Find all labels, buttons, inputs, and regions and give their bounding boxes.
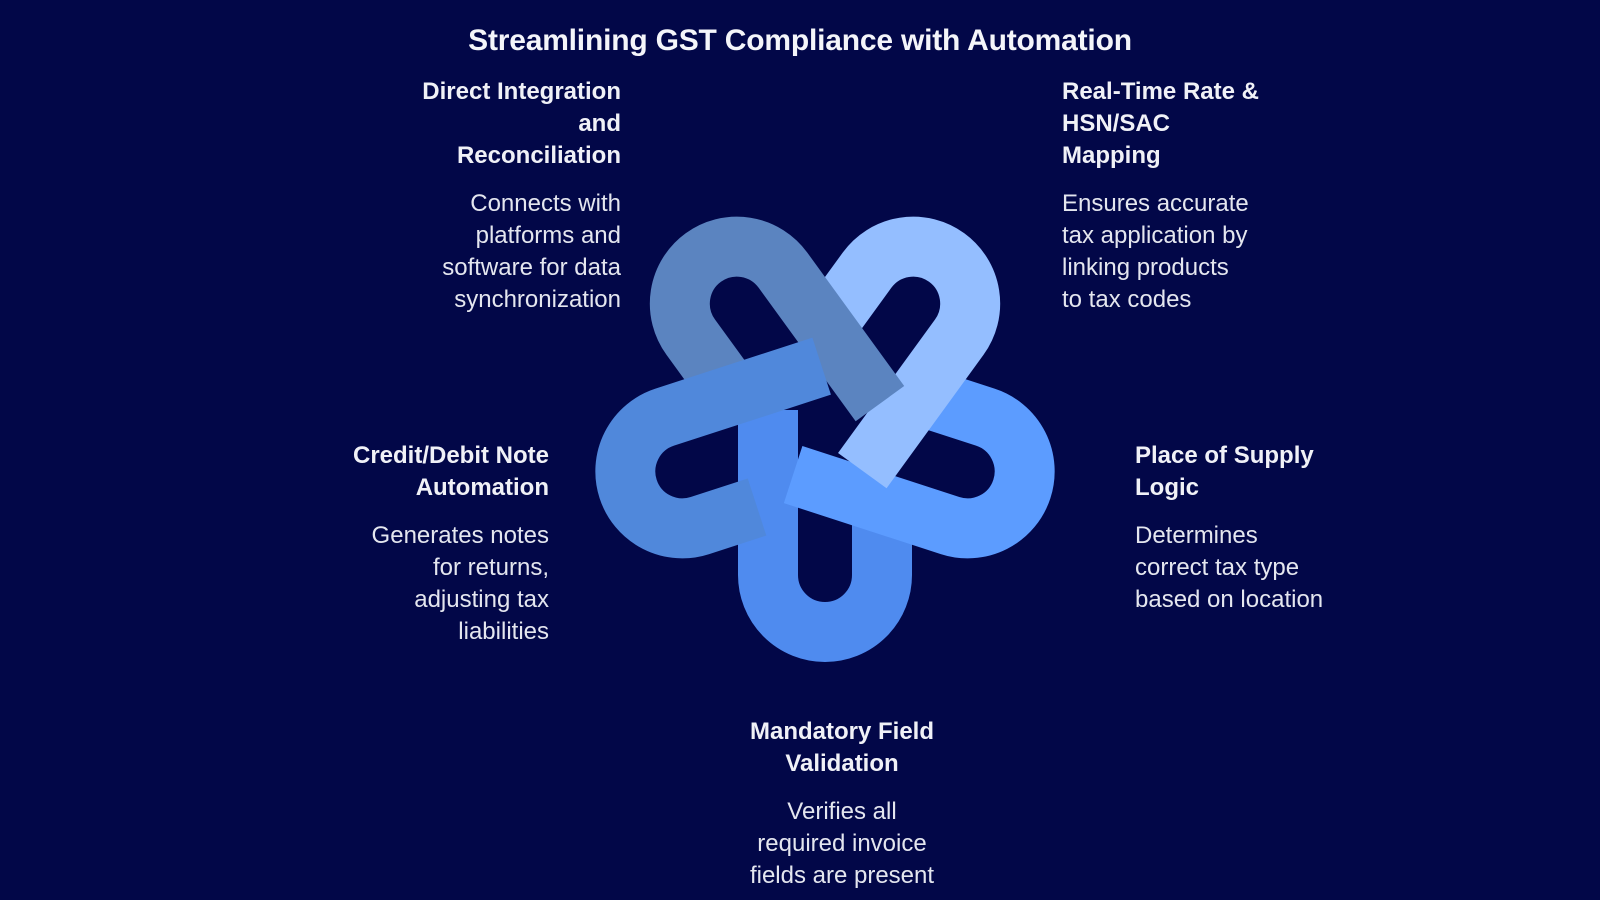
heading-line: and — [578, 110, 621, 137]
diagram-title: Streamlining GST Compliance with Automat… — [468, 24, 1132, 57]
description-line: to tax codes — [1062, 286, 1192, 313]
description-line: Generates notes — [371, 522, 549, 549]
description-line: software for data — [442, 254, 621, 281]
item-heading: Real-Time Rate & HSN/SAC Mapping — [1062, 76, 1302, 172]
heading-line: Place of Supply — [1135, 442, 1314, 469]
description-line: adjusting tax — [414, 586, 549, 613]
description-line: based on location — [1135, 586, 1324, 613]
item-description: Connects with platforms and software for… — [380, 188, 621, 316]
heading-line: Validation — [785, 750, 899, 777]
item-direct-integration: Direct Integration and Reconciliation Co… — [380, 76, 621, 316]
item-heading: Mandatory Field Validation — [700, 716, 984, 780]
description-line: Ensures accurate — [1062, 190, 1249, 217]
description-line: synchronization — [454, 286, 621, 313]
heading-line: Logic — [1135, 474, 1199, 501]
description-line: fields are present — [749, 862, 935, 889]
description-line: Connects with — [470, 190, 621, 217]
heading-line: Mandatory Field — [749, 718, 935, 745]
heading-line: Credit/Debit Note — [352, 442, 549, 469]
item-place-of-supply: Place of Supply Logic Determines correct… — [1135, 440, 1375, 616]
description-line: Verifies all — [787, 798, 897, 825]
heading-line: Real-Time Rate & — [1062, 78, 1259, 105]
description-line: for returns, — [432, 554, 549, 581]
description-line: linking products — [1062, 254, 1229, 281]
heading-line: Direct Integration — [422, 78, 621, 105]
item-description: Verifies all required invoice fields are… — [700, 796, 984, 892]
item-credit-debit-note: Credit/Debit Note Automation Generates n… — [320, 440, 549, 648]
heading-line: HSN/SAC — [1062, 110, 1171, 137]
heading-line: Reconciliation — [456, 142, 621, 169]
item-description: Ensures accurate tax application by link… — [1062, 188, 1302, 316]
description-line: liabilities — [458, 618, 549, 645]
description-line: platforms and — [475, 222, 621, 249]
description-line: correct tax type — [1135, 554, 1300, 581]
heading-line: Mapping — [1062, 142, 1161, 169]
description-line: required invoice — [757, 830, 927, 857]
item-heading: Place of Supply Logic — [1135, 440, 1375, 504]
item-mandatory-field-validation: Mandatory Field Validation Verifies all … — [700, 716, 984, 892]
item-heading: Credit/Debit Note Automation — [320, 440, 549, 504]
description-line: Determines — [1135, 522, 1258, 549]
item-description: Determines correct tax type based on loc… — [1135, 520, 1375, 616]
description-line: tax application by — [1062, 222, 1248, 249]
item-description: Generates notes for returns, adjusting t… — [320, 520, 549, 648]
item-heading: Direct Integration and Reconciliation — [380, 76, 621, 172]
heading-line: Automation — [415, 474, 549, 501]
item-real-time-rate-mapping: Real-Time Rate & HSN/SAC Mapping Ensures… — [1062, 76, 1302, 316]
